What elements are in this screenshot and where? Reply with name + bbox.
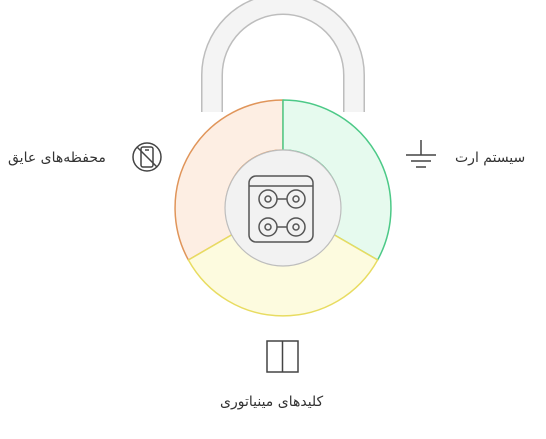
no-mobile-phone-icon bbox=[132, 142, 162, 172]
label-miniature-circuit-breakers: کلیدهای مینیاتوری bbox=[220, 394, 324, 410]
breaker-switch-icon bbox=[266, 340, 299, 373]
label-earthing-system: سیستم ارت bbox=[455, 150, 526, 166]
center-hub bbox=[224, 149, 342, 267]
ground-icon bbox=[406, 140, 436, 168]
label-insulating-enclosures: محفظه‌های عایق bbox=[8, 150, 106, 166]
lock-body bbox=[174, 99, 392, 317]
electric-stove-icon bbox=[248, 175, 314, 243]
lock-shackle bbox=[201, 0, 365, 112]
